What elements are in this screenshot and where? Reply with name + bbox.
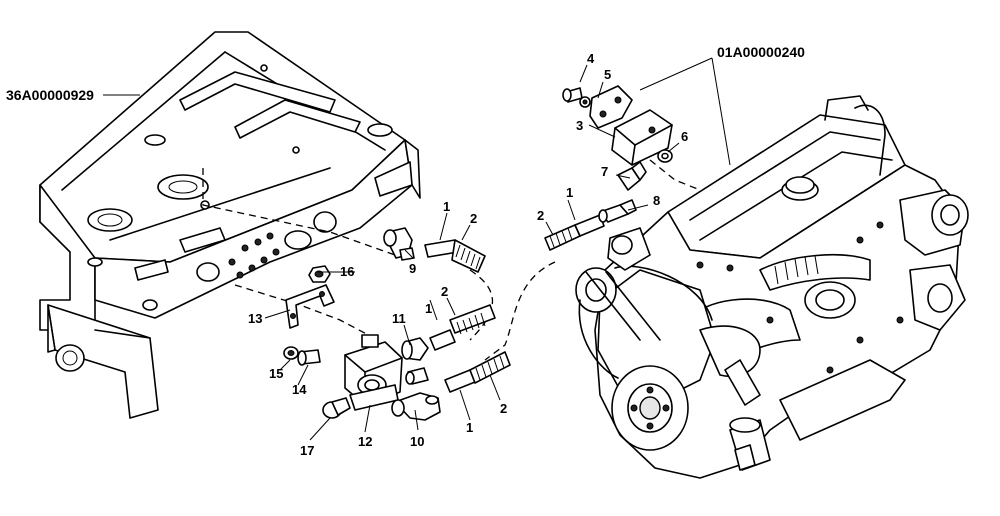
callout-10: 10 [410,434,424,449]
callout-15: 15 [269,366,283,381]
bolt-14 [297,349,321,366]
callout-12: 12 [358,434,372,449]
bolt-4 [562,87,583,103]
callout-1-top: 1 [443,199,450,214]
hose-set-bottom [444,351,511,393]
valve-12 [344,334,403,411]
routing-dashed-lines [202,159,701,361]
fitting-8 [598,199,637,223]
bracket-5 [589,85,633,129]
fitting-11 [401,337,429,361]
callout-1-engine: 1 [566,185,573,200]
fitting-small [405,367,429,385]
plug-17 [322,397,351,419]
callout-2-engine: 2 [537,208,544,223]
engine [575,95,969,479]
bracket-13 [285,284,335,329]
callout-17: 17 [300,443,314,458]
washer-15 [283,346,299,360]
callout-8: 8 [653,193,660,208]
callout-1-middle: 1 [425,301,432,316]
callout-6: 6 [681,129,688,144]
callout-7: 7 [601,164,608,179]
engine-reference-label: 01A00000240 [717,44,805,60]
callout-13: 13 [248,311,262,326]
callout-2-middle: 2 [441,284,448,299]
callout-2-top: 2 [470,211,477,226]
callout-1-bottom: 1 [466,420,473,435]
callout-9: 9 [409,261,416,276]
callout-16: 16 [340,264,354,279]
nut-16 [308,265,331,283]
washer-5 [579,96,591,108]
o-ring-6 [657,149,673,163]
callout-5: 5 [604,67,611,82]
leader-lines [103,57,731,441]
block-3 [611,109,673,166]
callout-3: 3 [576,118,583,133]
callout-14: 14 [292,382,307,397]
callout-4: 4 [587,51,595,66]
callout-2-bottom: 2 [500,401,507,416]
hose-set-engine [544,214,605,251]
fitting-7 [617,161,647,191]
callout-11: 11 [392,311,406,326]
elbow-fitting-10 [391,392,441,421]
hose-set-middle [429,304,496,351]
hose-set-top [424,239,486,273]
frame-reference-label: 36A00000929 [6,87,94,103]
chassis-frame [39,31,421,419]
